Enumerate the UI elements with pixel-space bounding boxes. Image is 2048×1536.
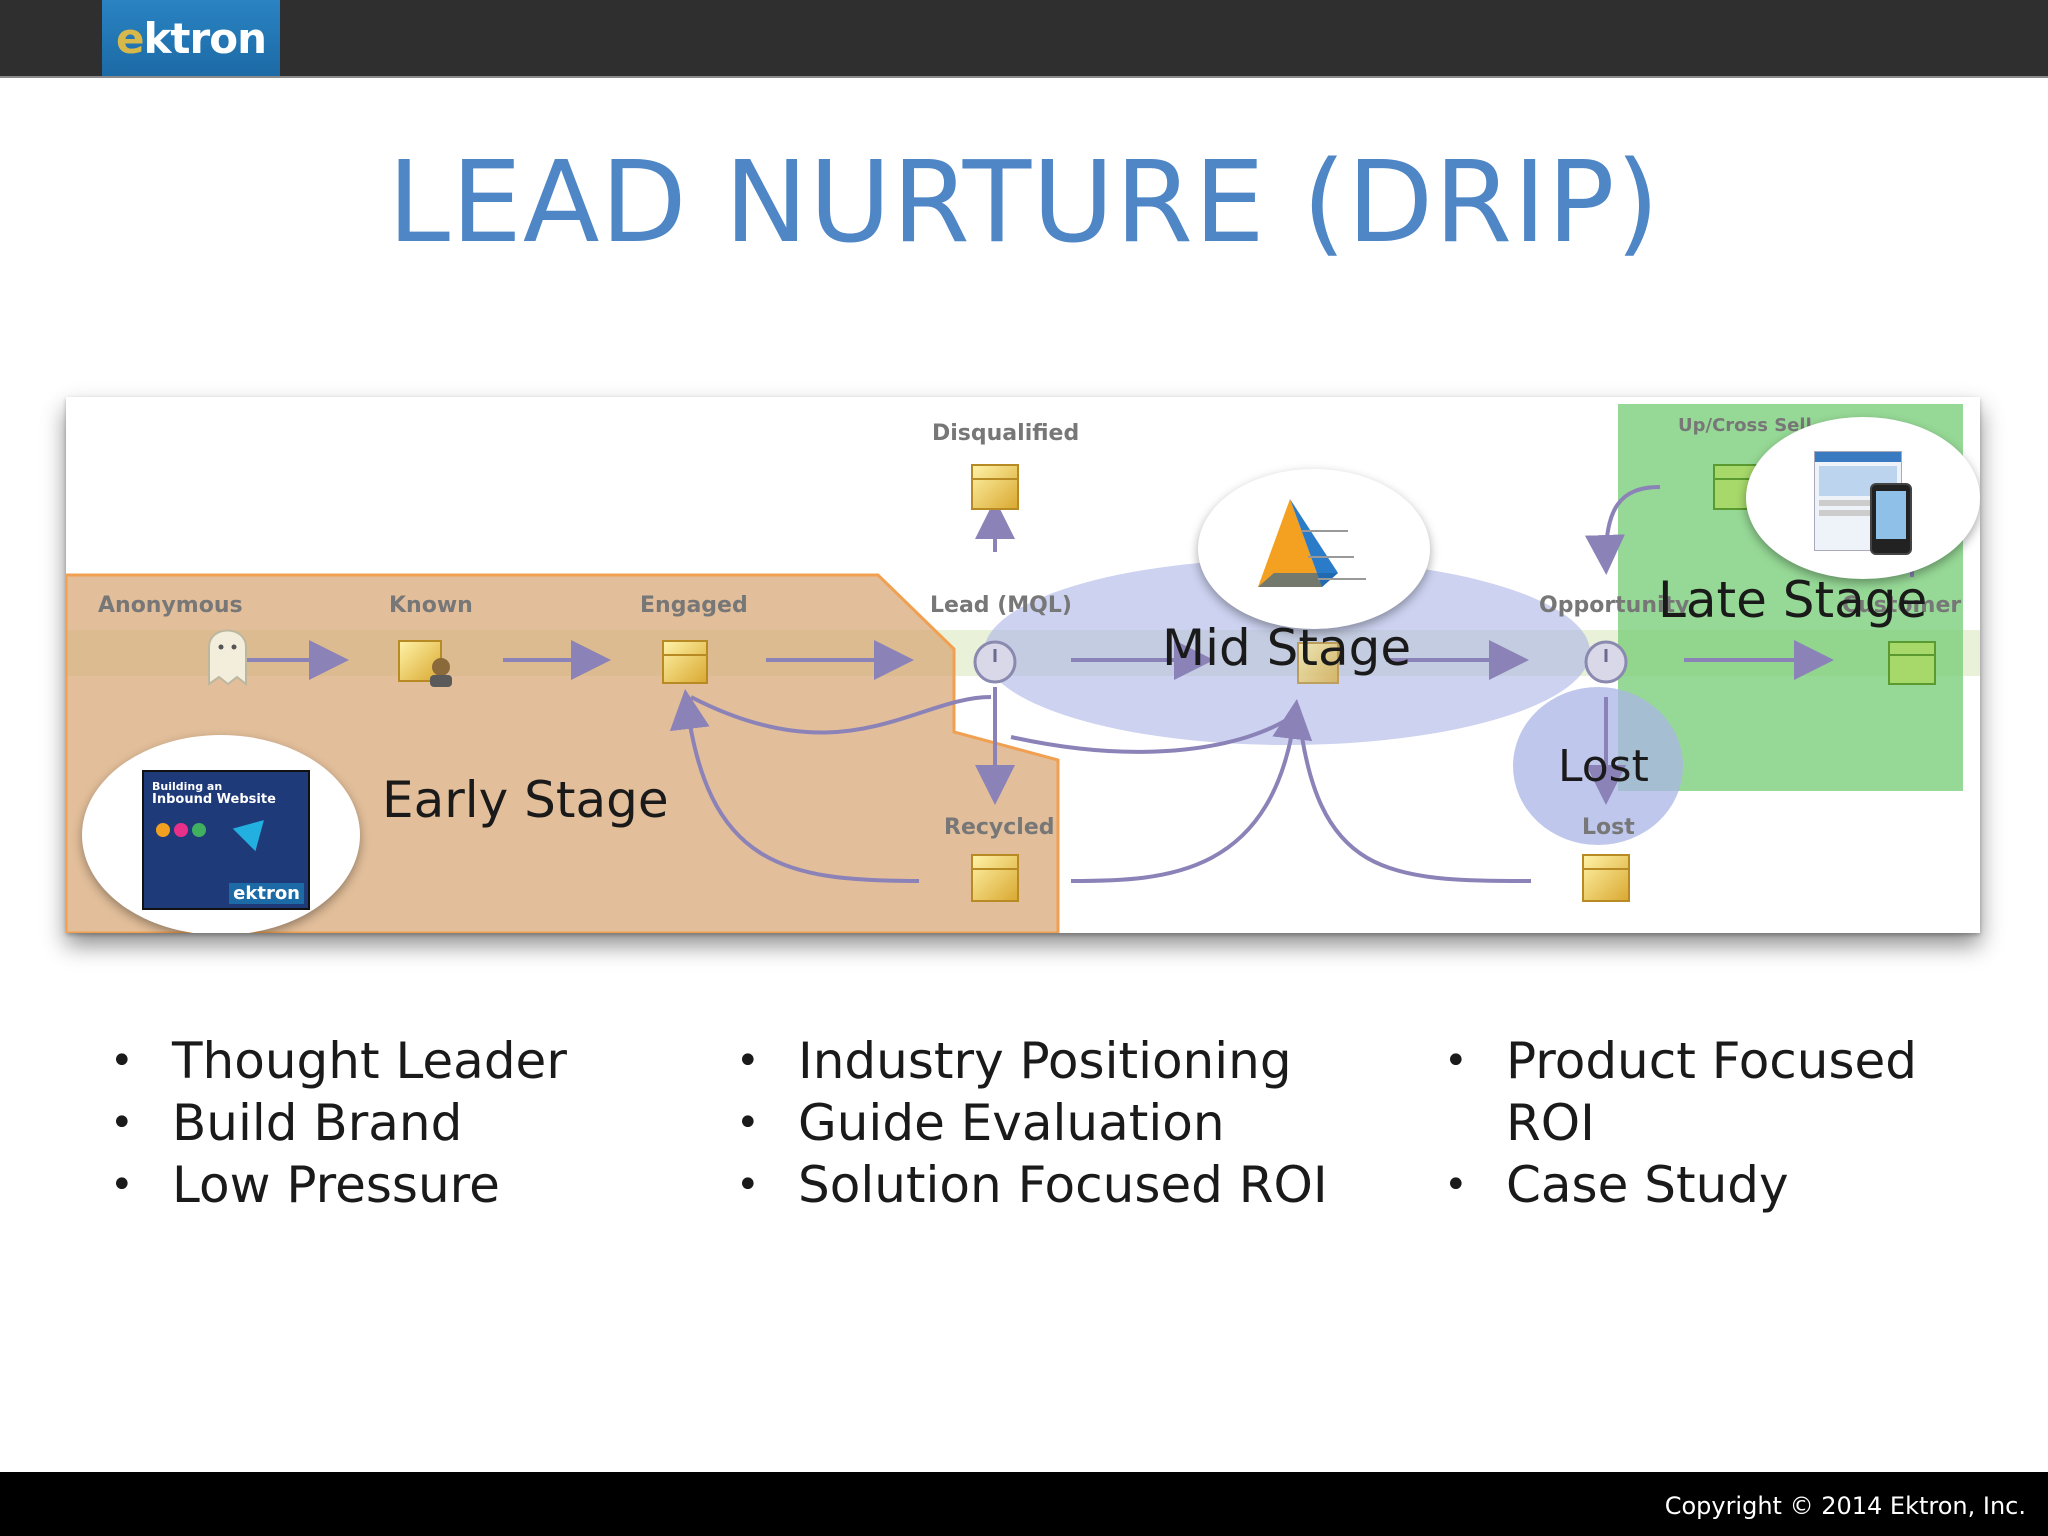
customer-box-icon xyxy=(1888,641,1936,685)
mid-stage-ellipse xyxy=(984,559,1590,745)
node-label-upcross: Up/Cross Sell xyxy=(1678,415,1812,436)
disqualified-box-icon xyxy=(971,464,1019,510)
stage-label-mid: Mid Stage xyxy=(1162,619,1412,677)
bullet-item: Thought Leader xyxy=(110,1030,567,1092)
node-label-known: Known xyxy=(389,593,473,618)
ebook-title-line1: Building an xyxy=(152,780,223,793)
arrow-upcross-opportunity xyxy=(1584,485,1661,575)
stage-label-early: Early Stage xyxy=(382,771,669,829)
screenshot-thumbnail xyxy=(1746,417,1980,579)
slide-title: LEAD NURTURE (DRIP) xyxy=(387,138,1661,268)
bullet-list-late: Product Focused ROI Case Study xyxy=(1444,1030,1917,1216)
footer-bar: Copyright © 2014 Ektron, Inc. xyxy=(0,1472,2048,1536)
arrow-lead-engaged xyxy=(690,695,992,735)
node-label-lost: Lost xyxy=(1582,815,1635,840)
known-user-box-icon xyxy=(398,640,452,687)
bullet-item: Solution Focused ROI xyxy=(736,1154,1328,1216)
lead-lifecycle-diagram: Anonymous Known Engaged Lead (MQL) Disqu… xyxy=(66,397,1980,933)
bullet-item: Industry Positioning xyxy=(736,1030,1328,1092)
ebook-cover: Building an Inbound Website ektron xyxy=(142,770,310,910)
pyramid-thumbnail xyxy=(1198,469,1430,629)
arrow-lost-mid xyxy=(1296,706,1532,883)
pyramid-chart-icon xyxy=(1258,499,1366,587)
copyright-text: Copyright © 2014 Ektron, Inc. xyxy=(1664,1492,2026,1520)
lost-box-icon xyxy=(1582,854,1630,902)
arrow-recycled-curve xyxy=(1010,715,1293,754)
node-label-anonymous: Anonymous xyxy=(98,593,243,618)
bullet-item: Case Study xyxy=(1444,1154,1917,1216)
recycled-box-icon xyxy=(971,854,1019,902)
bullet-item: Product Focused xyxy=(1444,1030,1917,1092)
opportunity-stopwatch-icon xyxy=(1584,640,1628,684)
phone-icon xyxy=(1870,483,1912,555)
ebook-colored-dots xyxy=(156,822,210,841)
bullet-list-early: Thought Leader Build Brand Low Pressure xyxy=(110,1030,567,1216)
node-label-lead: Lead (MQL) xyxy=(930,593,1072,618)
anonymous-ghost-icon xyxy=(208,629,247,687)
logo-text: ktron xyxy=(143,13,267,63)
arrow-recycled-mid xyxy=(1070,699,1313,883)
stage-label-late: Late Stage xyxy=(1658,571,1928,629)
arrow-recycled-engaged xyxy=(669,689,920,883)
node-label-engaged: Engaged xyxy=(640,593,748,618)
ebook-brand: ektron xyxy=(229,883,304,904)
lead-stopwatch-icon xyxy=(973,640,1017,684)
bullet-item: Low Pressure xyxy=(110,1154,567,1216)
bullet-item: ROI xyxy=(1506,1094,1595,1152)
bullet-list-mid: Industry Positioning Guide Evaluation So… xyxy=(736,1030,1328,1216)
bullet-item: Build Brand xyxy=(110,1092,567,1154)
node-label-disqualified: Disqualified xyxy=(932,421,1080,446)
engaged-box-icon xyxy=(662,640,708,684)
ebook-thumbnail: Building an Inbound Website ektron xyxy=(82,735,360,933)
node-label-recycled: Recycled xyxy=(944,815,1055,840)
ebook-title-line2: Inbound Website xyxy=(152,792,276,807)
mid-box-icon xyxy=(1297,642,1339,684)
node-label-customer: Customer xyxy=(1842,593,1962,618)
bullet-item: Guide Evaluation xyxy=(736,1092,1328,1154)
ebook-arrow-icon xyxy=(232,808,276,852)
node-label-opportunity: Opportunity xyxy=(1539,593,1690,618)
logo-letter-e: e xyxy=(116,13,144,63)
stage-label-lost: Lost xyxy=(1558,741,1649,792)
